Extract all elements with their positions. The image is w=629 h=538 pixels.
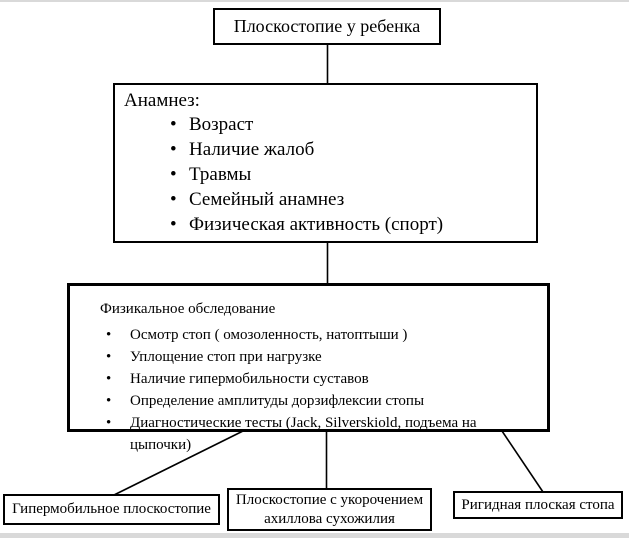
node-physical-exam: Физикальное обследование Осмотр стоп ( о… — [67, 283, 550, 453]
bullet-item: Определение амплитуды дорзифлексии стопы — [70, 390, 541, 412]
bullet-item: Возраст — [124, 112, 528, 137]
bullet-item: Семейный анамнез — [124, 187, 528, 212]
anamnesis-list: Возраст Наличие жалоб Травмы Семейный ан… — [124, 112, 528, 237]
bullet-item: Осмотр стоп ( омозоленность, натоптыши ) — [70, 324, 541, 346]
bullet-item: Диагностические тесты (Jack, Silverskiol… — [70, 412, 541, 456]
bullet-item: Физическая активность (спорт) — [124, 212, 528, 237]
node-outcome-short-achilles-flatfoot: Плоскостопие с укорочением ахиллова сухо… — [227, 488, 432, 531]
outcome-label: Гипермобильное плоскостопие — [12, 501, 211, 517]
physical-exam-list: Осмотр стоп ( омозоленность, натоптыши )… — [70, 324, 541, 456]
page-edge-bottom — [0, 533, 629, 538]
outcome-label: Ригидная плоская стопа — [461, 496, 615, 513]
bullet-item: Уплощение стоп при нагрузке — [70, 346, 541, 368]
page-edge-top — [0, 0, 629, 2]
bullet-item: Травмы — [124, 162, 528, 187]
physical-exam-title: Физикальное обследование — [100, 301, 276, 317]
node-anamnesis: Анамнез: Возраст Наличие жалоб Травмы Се… — [113, 83, 538, 243]
node-root-diagnosis: Плоскостопие у ребенка — [213, 8, 441, 45]
bullet-item: Наличие жалоб — [124, 137, 528, 162]
node-root-label: Плоскостопие у ребенка — [233, 16, 421, 36]
outcome-label: Плоскостопие с укорочением ахиллова сухо… — [235, 491, 424, 527]
node-outcome-hypermobile-flatfoot: Гипермобильное плоскостопие — [3, 494, 220, 525]
node-outcome-rigid-flatfoot: Ригидная плоская стопа — [453, 491, 623, 519]
anamnesis-title: Анамнез: — [124, 90, 200, 111]
bullet-item: Наличие гипермобильности суставов — [70, 368, 541, 390]
